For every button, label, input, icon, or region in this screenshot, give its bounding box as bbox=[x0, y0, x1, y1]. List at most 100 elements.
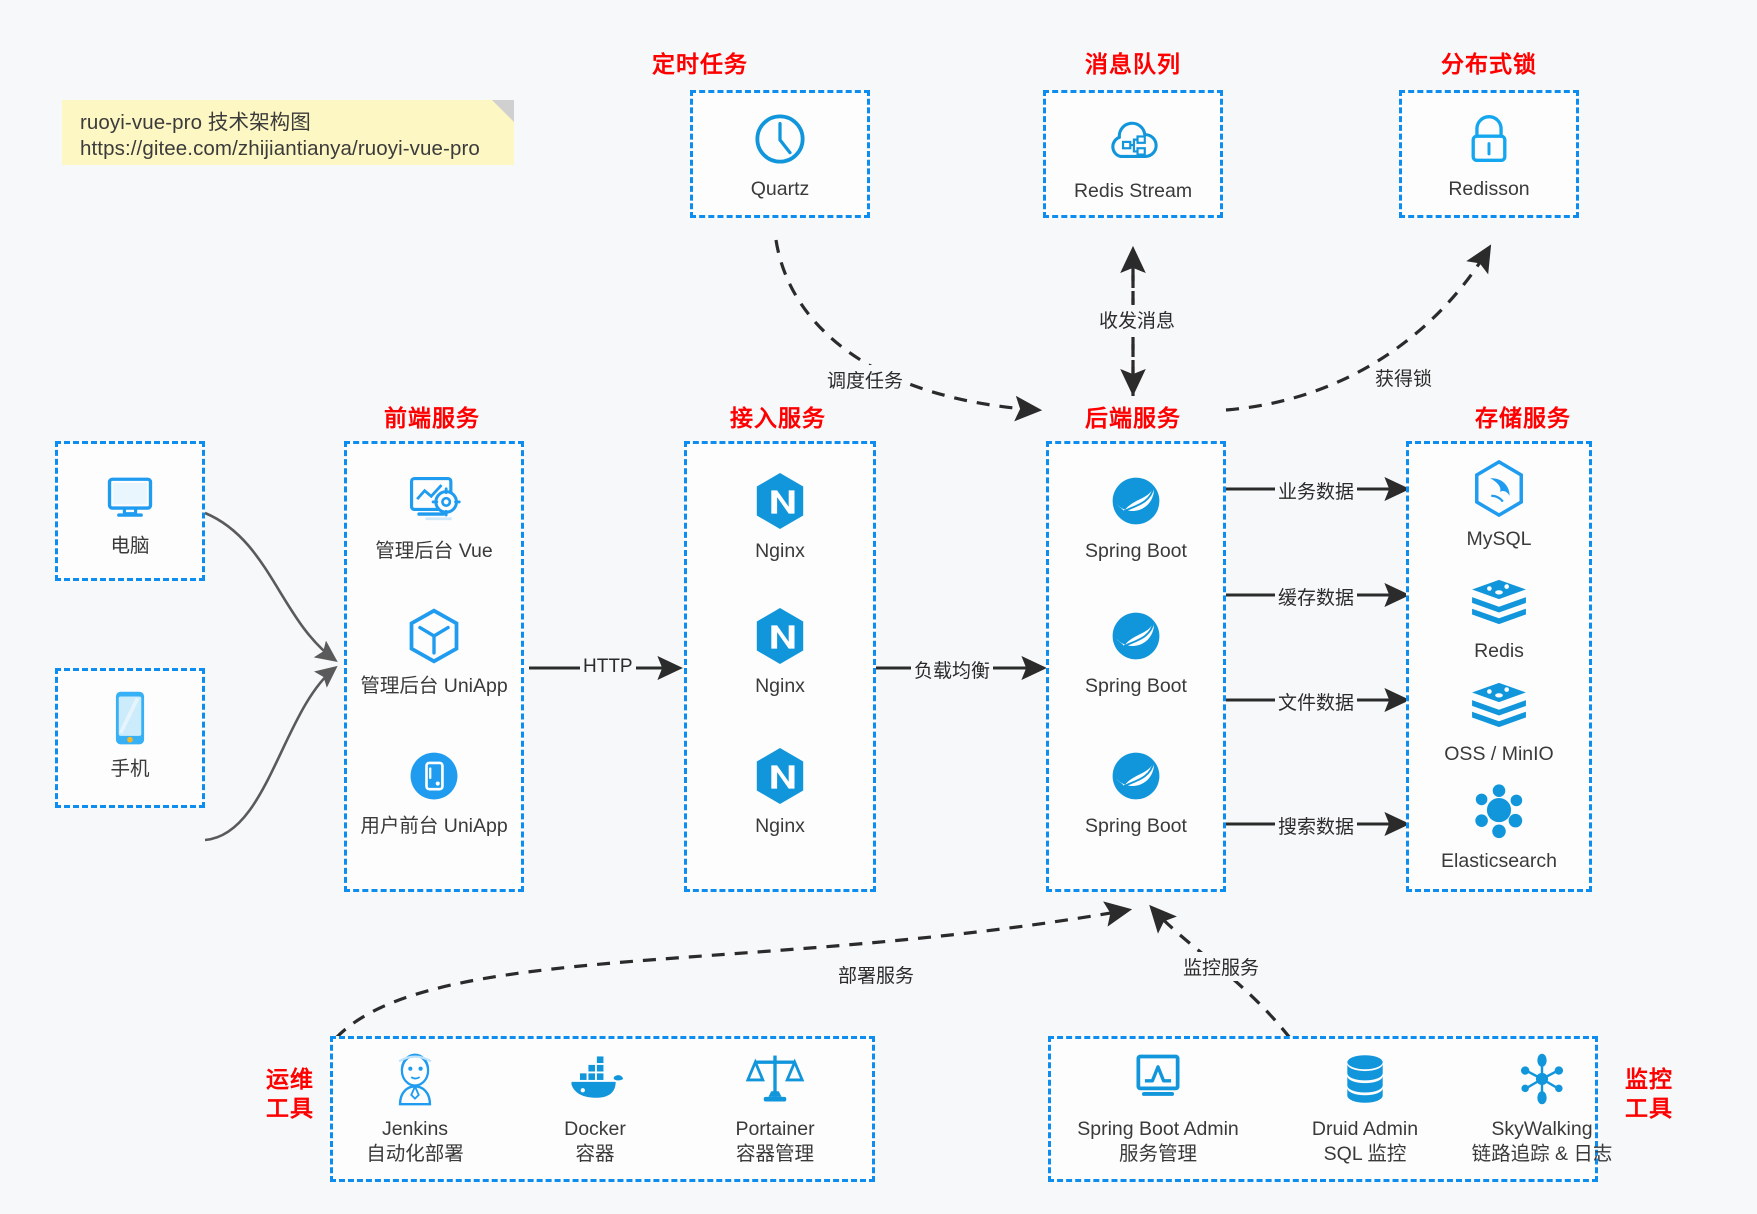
node-admin-uniapp[interactable]: 管理后台 UniApp bbox=[344, 605, 524, 699]
edge-mobile-to-frontend bbox=[204, 665, 338, 842]
edge-label-http: HTTP bbox=[580, 655, 636, 679]
node-label: Nginx bbox=[755, 540, 805, 562]
edge-label-file-data: 文件数据 bbox=[1275, 687, 1358, 716]
node-sublabel: 自动化部署 bbox=[366, 1142, 464, 1165]
note-line-2: https://gitee.com/zhijiantianya/ruoyi-vu… bbox=[80, 137, 480, 160]
node-nginx-3[interactable]: Nginx bbox=[684, 745, 876, 839]
elasticsearch-cluster-icon bbox=[1406, 780, 1592, 842]
node-label: SkyWalking bbox=[1491, 1118, 1593, 1140]
node-spring-boot-admin[interactable]: Spring Boot Admin 服务管理 bbox=[1058, 1048, 1258, 1167]
node-label: Nginx bbox=[755, 675, 805, 697]
node-redis-stream[interactable]: Redis Stream bbox=[1053, 110, 1213, 204]
edge-label-search-data: 搜索数据 bbox=[1275, 811, 1358, 840]
node-label: Nginx bbox=[755, 815, 805, 837]
node-sublabel: SQL 监控 bbox=[1323, 1142, 1407, 1165]
node-oss-minio[interactable]: OSS / MinIO bbox=[1406, 673, 1592, 767]
node-springboot-2[interactable]: Spring Boot bbox=[1046, 605, 1226, 699]
node-label: 电脑 bbox=[110, 535, 150, 557]
group-box-pc bbox=[55, 441, 205, 581]
node-label: Spring Boot bbox=[1085, 675, 1187, 697]
edge-label-acquire-lock: 获得锁 bbox=[1372, 363, 1436, 392]
node-springboot-3[interactable]: Spring Boot bbox=[1046, 745, 1226, 839]
node-label: Portainer bbox=[735, 1118, 815, 1140]
node-sublabel: 容器 bbox=[575, 1142, 615, 1165]
nginx-hexagon-icon bbox=[684, 605, 876, 667]
spring-leaf-icon bbox=[1046, 605, 1226, 667]
nginx-hexagon-icon bbox=[684, 745, 876, 807]
node-label: OSS / MinIO bbox=[1444, 743, 1554, 765]
node-label: 用户前台 UniApp bbox=[360, 815, 508, 837]
node-nginx-1[interactable]: Nginx bbox=[684, 470, 876, 564]
node-label: Spring Boot bbox=[1085, 540, 1187, 562]
note-line-1: ruoyi-vue-pro 技术架构图 bbox=[80, 111, 311, 134]
docker-whale-icon bbox=[520, 1048, 670, 1110]
edge-label-business-data: 业务数据 bbox=[1275, 476, 1358, 505]
desktop-monitor-icon bbox=[60, 465, 200, 527]
node-label: MySQL bbox=[1466, 528, 1532, 550]
group-box-scheduled-task bbox=[690, 90, 870, 218]
node-jenkins[interactable]: Jenkins 自动化部署 bbox=[340, 1048, 490, 1167]
node-portainer[interactable]: Portainer 容器管理 bbox=[700, 1048, 850, 1167]
node-elasticsearch[interactable]: Elasticsearch bbox=[1406, 780, 1592, 874]
node-label: Redis bbox=[1474, 640, 1524, 662]
edge-backend-to-lock bbox=[1225, 244, 1492, 412]
mobile-circle-icon bbox=[344, 745, 524, 807]
redis-stack-icon bbox=[1406, 570, 1592, 632]
monitor-chart-icon bbox=[1058, 1048, 1258, 1110]
node-label: Docker bbox=[564, 1118, 626, 1140]
edge-label-schedule-task: 调度任务 bbox=[824, 365, 907, 394]
node-label: Spring Boot bbox=[1085, 815, 1187, 837]
group-box-frontend bbox=[344, 441, 524, 892]
node-skywalking[interactable]: SkyWalking 链路追踪 & 日志 bbox=[1442, 1048, 1642, 1167]
node-label: 手机 bbox=[110, 758, 150, 780]
node-quartz[interactable]: Quartz bbox=[700, 108, 860, 202]
edge-pc-to-frontend bbox=[204, 511, 338, 662]
hexagon-cube-icon bbox=[344, 605, 524, 667]
clock-icon bbox=[700, 108, 860, 170]
spring-leaf-icon bbox=[1046, 745, 1226, 807]
group-title-distributed-lock: 分布式锁 bbox=[1441, 51, 1537, 77]
smartphone-icon bbox=[60, 688, 200, 750]
node-admin-vue[interactable]: 管理后台 Vue bbox=[344, 470, 524, 564]
nginx-hexagon-icon bbox=[684, 470, 876, 532]
node-mobile[interactable]: 手机 bbox=[60, 688, 200, 782]
node-label: Elasticsearch bbox=[1441, 850, 1557, 872]
edge-label-cache-data: 缓存数据 bbox=[1275, 582, 1358, 611]
skywalking-node-icon bbox=[1442, 1048, 1642, 1110]
group-title-frontend: 前端服务 bbox=[384, 405, 480, 431]
node-label: Druid Admin bbox=[1311, 1118, 1419, 1140]
node-redisson[interactable]: Redisson bbox=[1409, 108, 1569, 202]
portainer-scale-icon bbox=[700, 1048, 850, 1110]
group-title-gateway: 接入服务 bbox=[730, 405, 826, 431]
cloud-stream-icon bbox=[1053, 110, 1213, 172]
note-fold-corner bbox=[492, 100, 514, 122]
group-title-monitor-line1: 监控 bbox=[1625, 1066, 1673, 1092]
dashboard-settings-icon bbox=[344, 470, 524, 532]
node-docker[interactable]: Docker 容器 bbox=[520, 1048, 670, 1167]
node-sublabel: 容器管理 bbox=[735, 1142, 814, 1165]
node-pc[interactable]: 电脑 bbox=[60, 465, 200, 559]
node-redis[interactable]: Redis bbox=[1406, 570, 1592, 664]
group-title-scheduled-task: 定时任务 bbox=[652, 51, 748, 77]
edge-label-send-receive-message: 收发消息 bbox=[1096, 305, 1179, 334]
node-nginx-2[interactable]: Nginx bbox=[684, 605, 876, 699]
mysql-dolphin-icon bbox=[1406, 458, 1592, 520]
edge-label-load-balance: 负载均衡 bbox=[911, 655, 994, 684]
jenkins-butler-icon bbox=[340, 1048, 490, 1110]
node-springboot-1[interactable]: Spring Boot bbox=[1046, 470, 1226, 564]
group-title-monitor-line2: 工具 bbox=[1625, 1094, 1673, 1121]
database-stack-icon bbox=[1275, 1048, 1455, 1110]
node-label: Redisson bbox=[1448, 178, 1530, 200]
node-druid-admin[interactable]: Druid Admin SQL 监控 bbox=[1275, 1048, 1455, 1167]
node-user-uniapp[interactable]: 用户前台 UniApp bbox=[344, 745, 524, 839]
lock-icon bbox=[1409, 108, 1569, 170]
edge-label-deploy-service: 部署服务 bbox=[835, 960, 918, 989]
group-title-monitor: 监控 工具 bbox=[1614, 1065, 1684, 1123]
node-label: Spring Boot Admin bbox=[1077, 1118, 1239, 1140]
redis-stack-icon bbox=[1406, 673, 1592, 735]
node-label: 管理后台 UniApp bbox=[360, 675, 508, 697]
spring-leaf-icon bbox=[1046, 470, 1226, 532]
node-mysql[interactable]: MySQL bbox=[1406, 458, 1592, 552]
node-label: Redis Stream bbox=[1073, 180, 1193, 202]
